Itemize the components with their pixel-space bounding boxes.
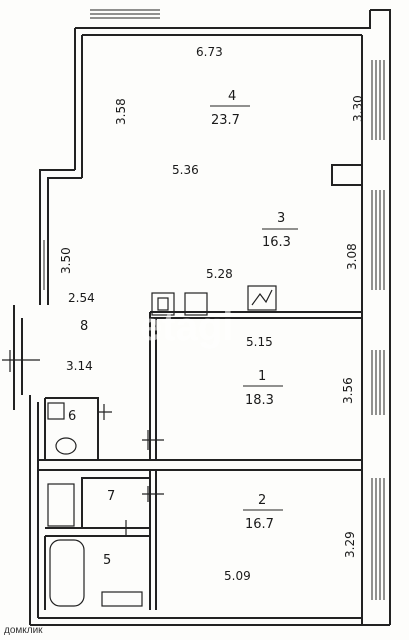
room-8-number: 8 (80, 319, 88, 334)
room-6-number: 6 (68, 409, 76, 424)
dim-top-width: 6.73 (196, 45, 223, 59)
dim-room2-width: 5.09 (224, 569, 251, 583)
dimension-labels: 6.73 3.58 3.30 5.36 3.08 3.50 5.28 2.54 … (59, 45, 365, 583)
room-7-number: 7 (107, 489, 115, 504)
dim-room4-width: 5.36 (172, 163, 199, 177)
dim-left-wall: 3.50 (59, 247, 73, 274)
windows (43, 9, 385, 600)
walls (13, 9, 391, 626)
room-3-number: 3 (277, 211, 285, 226)
sink (184, 292, 208, 316)
room-1-area: 18.3 (245, 393, 274, 408)
room-1-number: 1 (258, 369, 266, 384)
room-4-area: 23.7 (211, 113, 240, 128)
room-4-number: 4 (228, 89, 236, 104)
footer-logo: домклик (4, 625, 43, 636)
dim-room4-right: 3.30 (351, 95, 365, 122)
boiler (247, 285, 277, 311)
washer (47, 483, 75, 527)
dim-room3-right: 3.08 (345, 243, 359, 270)
dim-room8-length: 3.14 (66, 359, 93, 373)
dim-room1-right: 3.56 (341, 377, 355, 404)
fixtures (47, 285, 277, 607)
room-5-number: 5 (103, 553, 111, 568)
room-3-area: 16.3 (262, 235, 291, 250)
room-labels: 4 23.7 3 16.3 1 18.3 2 16.7 8 6 7 5 (68, 89, 298, 568)
toilet (55, 437, 77, 455)
dim-room3-width: 5.28 (206, 267, 233, 281)
wc-sink (47, 402, 65, 420)
room-2-area: 16.7 (245, 517, 274, 532)
doors (2, 350, 164, 536)
bathtub (49, 539, 85, 607)
dim-room1-width: 5.15 (246, 335, 273, 349)
bath-sink (101, 591, 143, 607)
stove (151, 292, 175, 316)
dim-room2-right: 3.29 (343, 531, 357, 558)
dim-room8-width: 2.54 (68, 291, 95, 305)
watermark: etagi (140, 305, 233, 349)
dim-room4-left: 3.58 (114, 98, 128, 125)
room-2-number: 2 (258, 493, 266, 508)
